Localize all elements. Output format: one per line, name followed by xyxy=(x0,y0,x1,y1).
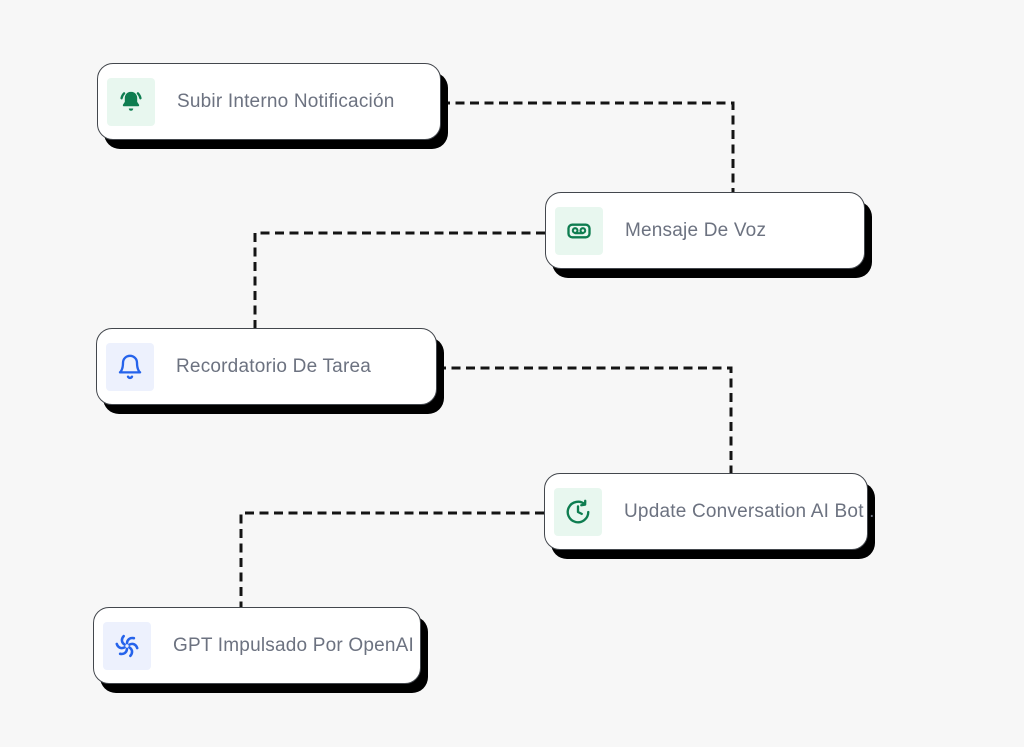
clock-refresh-icon xyxy=(554,487,602,536)
node-subir-interno-notificacion[interactable]: Subir Interno Notificación xyxy=(97,63,441,140)
node-gpt-impulsado-por-openai[interactable]: GPT Impulsado Por OpenAI xyxy=(93,607,421,684)
node-recordatorio-de-tarea[interactable]: Recordatorio De Tarea xyxy=(96,328,437,405)
bell-icon xyxy=(106,342,154,391)
node-update-conversation-ai-bot[interactable]: Update Conversation AI Bot . xyxy=(544,473,874,550)
connector-1 xyxy=(441,101,735,192)
openai-icon xyxy=(103,621,151,670)
node-label: Mensaje De Voz xyxy=(625,219,767,241)
node-mensaje-de-voz[interactable]: Mensaje De Voz xyxy=(545,192,865,269)
connector-2 xyxy=(253,231,545,328)
voicemail-icon xyxy=(555,206,603,255)
node-label: GPT Impulsado Por OpenAI xyxy=(173,634,415,656)
connector-4 xyxy=(239,511,544,607)
bell-ring-icon xyxy=(107,77,155,126)
node-label: Subir Interno Notificación xyxy=(177,90,395,112)
connector-3 xyxy=(437,366,733,473)
node-label: Update Conversation AI Bot . xyxy=(624,500,875,522)
node-label: Recordatorio De Tarea xyxy=(176,355,372,377)
